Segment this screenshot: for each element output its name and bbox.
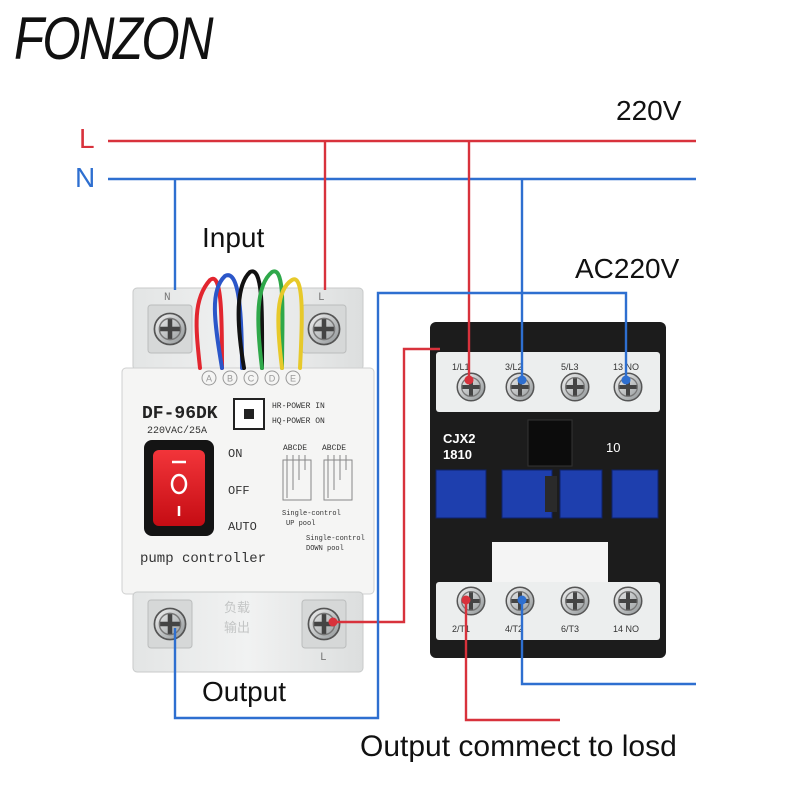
- mode-down-line2: DOWN pool: [306, 545, 344, 553]
- sensor-circle-b: [222, 370, 238, 386]
- controller-terminal-n: N: [164, 292, 171, 304]
- sensor-circle-c: [243, 370, 259, 386]
- mode-up-line1: Single-control: [282, 510, 341, 518]
- dot-t1: [461, 595, 471, 605]
- live-label: L: [79, 123, 95, 154]
- wire-red: [194, 276, 224, 370]
- dot-t2: [517, 595, 527, 605]
- sensor-letter-c: C: [248, 374, 255, 384]
- wire-black: [236, 269, 265, 370]
- contactor-screw-5: [560, 372, 590, 402]
- load-wire-blue: [520, 600, 696, 686]
- contactor-top-t1: 1/L1: [452, 362, 470, 372]
- wire-blue: [212, 273, 244, 370]
- sensor-letter-a: A: [206, 374, 212, 384]
- sensor-letters: A B C D E: [201, 370, 301, 386]
- controller-bottom-l: L: [320, 652, 327, 664]
- terminal-screw-n: [153, 312, 187, 346]
- sensor-letter-b: B: [227, 374, 233, 384]
- chinese-marking-1: 负载: [224, 601, 250, 616]
- pool-diagram: [282, 455, 353, 501]
- pump-controller: [121, 287, 375, 673]
- coil-wire-a: [333, 347, 440, 624]
- indicator-power-on: HQ-POWER ON: [272, 417, 325, 426]
- sensor-circle-d: [264, 370, 280, 386]
- output-load-label: Output commect to losd: [360, 730, 677, 763]
- switch-label-off: OFF: [228, 484, 250, 498]
- sensor-circle-a: [201, 370, 217, 386]
- dot-output: [328, 617, 338, 627]
- sensor-letter-e: E: [290, 374, 296, 384]
- wire-green: [256, 269, 285, 370]
- output-screw-left: [153, 607, 187, 641]
- contactor-top-t2: 3/L2: [505, 362, 523, 372]
- dot-l2: [517, 375, 527, 385]
- dot-l1: [464, 375, 474, 385]
- mode-up-line2: UP pool: [286, 520, 315, 528]
- switch-label-on: ON: [228, 447, 242, 461]
- contactor: [430, 322, 666, 658]
- diagram-header-up: ABCDE: [283, 444, 307, 453]
- coil-wire-b: [173, 291, 628, 720]
- controller-terminal-l: L: [318, 292, 325, 304]
- contactor-screw-6: [560, 586, 590, 616]
- sensor-circle-e: [285, 370, 301, 386]
- contactor-bottom-t2: 4/T2: [505, 624, 523, 634]
- dot-13no: [621, 375, 631, 385]
- wire-yellow: [276, 277, 304, 370]
- contactor-screw-2: [456, 586, 486, 616]
- neutral-label: N: [75, 162, 96, 193]
- contactor-model-1: CJX2: [443, 431, 476, 446]
- contactor-bottom-t4: 14 NO: [613, 624, 639, 634]
- contactor-top-t3: 5/L3: [561, 362, 579, 372]
- contactor-model-2: 1810: [443, 447, 472, 462]
- load-wire-red: [464, 600, 560, 722]
- input-label: Input: [202, 222, 265, 253]
- mode-down-line1: Single-control: [306, 535, 365, 543]
- chinese-marking-2: 输出: [224, 620, 250, 636]
- terminal-screw-l: [307, 312, 341, 346]
- voltage-label: 220V: [616, 95, 682, 126]
- contactor-bottom-t1: 2/T1: [452, 624, 470, 634]
- controller-model: DF-96DK: [142, 404, 218, 424]
- output-label: Output: [202, 676, 287, 707]
- sensor-letter-d: D: [269, 374, 276, 384]
- controller-rating: 220VAC/25A: [147, 425, 207, 437]
- contactor-screw-14: [613, 586, 643, 616]
- contactor-aux-code: 10: [606, 440, 620, 455]
- brand-logo: FONZON: [14, 5, 214, 72]
- indicator-power-in: HR-POWER IN: [272, 402, 325, 411]
- contactor-bottom-t3: 6/T3: [561, 624, 579, 634]
- coil-voltage-label: AC220V: [575, 253, 680, 284]
- input-wires: [194, 269, 304, 370]
- diagram-header-down: ABCDE: [322, 444, 346, 453]
- controller-name: pump controller: [140, 551, 266, 567]
- switch-label-auto: AUTO: [228, 520, 257, 534]
